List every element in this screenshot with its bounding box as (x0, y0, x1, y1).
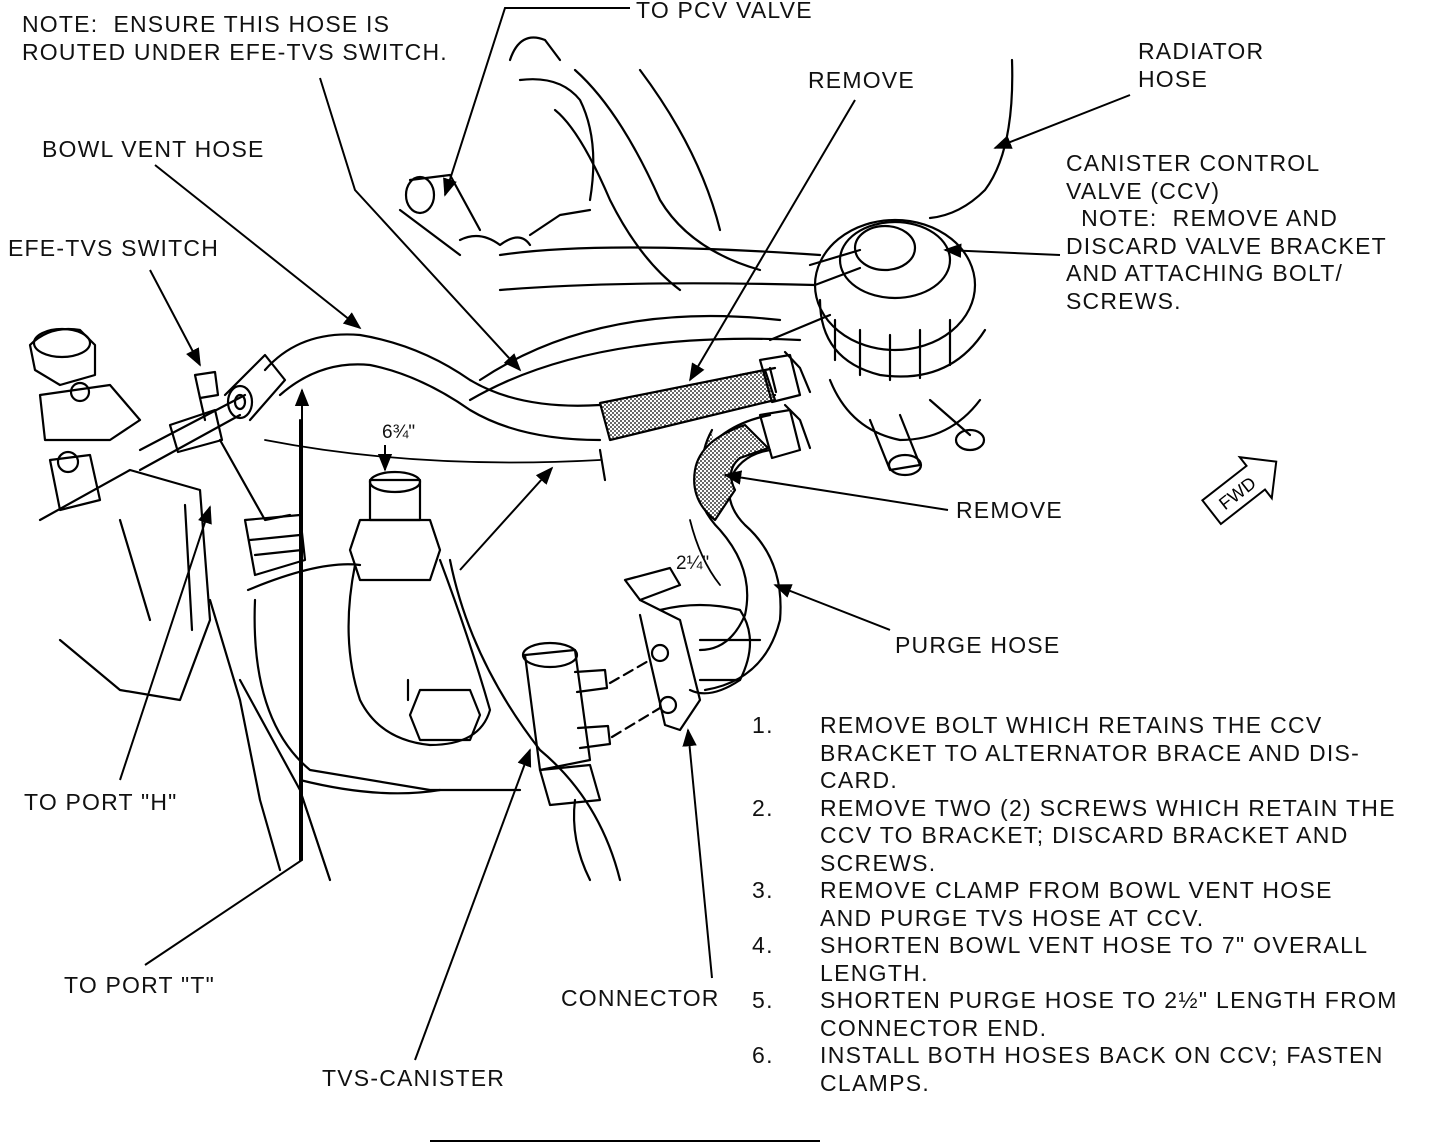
leader-port-t (144, 388, 310, 966)
leader-remove-mid (723, 470, 949, 511)
remove-mid-label: REMOVE (956, 497, 1063, 523)
step-number: 2. (752, 794, 774, 821)
step-number: 5. (752, 987, 774, 1013)
leader-dim-bowl-2 (459, 466, 554, 571)
leader-port-h (119, 505, 212, 781)
step-number: 3. (752, 877, 774, 903)
step-text: REMOVE BOLT WHICH RETAINS THE CCV BRACKE… (820, 712, 1361, 793)
step-text: REMOVE CLAMP FROM BOWL VENT HOSE AND PUR… (820, 877, 1333, 931)
step-number: 4. (752, 932, 774, 958)
hose-clamp-lower (758, 403, 812, 460)
tvs-canister (521, 641, 662, 807)
leader-to-pcv (443, 7, 630, 197)
efe-tvs-switch-label: EFE-TVS SWITCH (8, 235, 220, 261)
leader-tvs-canister (414, 748, 532, 1061)
dimension-lines (264, 439, 721, 586)
tvs-canister-label: TVS-CANISTER (322, 1065, 506, 1091)
note-hose-label: NOTE: ENSURE THIS HOSE IS ROUTED UNDER E… (22, 11, 448, 65)
step-item: 4. SHORTEN BOWL VENT HOSE TO 7" OVERALL L… (752, 932, 1442, 987)
canister-control-valve (768, 218, 987, 477)
leader-bowl-vent (154, 164, 362, 330)
dim-purge: 2¼" (676, 553, 710, 574)
leader-remove-top (689, 99, 856, 382)
step-text: SHORTEN PURGE HOSE TO 2½" LENGTH FROM CO… (820, 987, 1398, 1041)
step-item: 3. REMOVE CLAMP FROM BOWL VENT HOSE AND P… (752, 877, 1442, 932)
remove-top-label: REMOVE (808, 67, 915, 93)
purge-hose-label: PURGE HOSE (895, 632, 1061, 658)
dim-bowl-vent: 6¾" (382, 422, 416, 443)
step-item: 5. SHORTEN PURGE HOSE TO 2½" LENGTH FROM … (752, 987, 1442, 1042)
engine-block (28, 327, 622, 882)
leader-ccv (943, 243, 1061, 258)
connector (623, 566, 762, 732)
step-item: 1. REMOVE BOLT WHICH RETAINS THE CCV BRAC… (752, 712, 1442, 795)
ccv-label: CANISTER CONTROL VALVE (CCV) NOTE: REMOV… (1066, 150, 1387, 314)
leader-efe-tvs (149, 269, 201, 367)
efe-tvs-switch (168, 353, 307, 577)
step-text: REMOVE TWO (2) SCREWS WHICH RETAIN THE C… (820, 794, 1396, 876)
connector-label: CONNECTOR (561, 985, 720, 1011)
port-t-label: TO PORT "T" (64, 972, 215, 998)
step-text: INSTALL BOTH HOSES BACK ON CCV; FASTEN C… (820, 1042, 1384, 1096)
fwd-arrow-icon: FWD (1200, 455, 1278, 526)
pcv-hoses (398, 36, 822, 402)
leader-purge (773, 584, 891, 631)
radiator-hose-label: RADIATOR HOSE (1138, 38, 1265, 92)
bowl-vent-hose-label: BOWL VENT HOSE (42, 136, 265, 162)
instruction-steps: 1. REMOVE BOLT WHICH RETAINS THE CCV BRAC… (752, 712, 1442, 1097)
step-item: 6. INSTALL BOTH HOSES BACK ON CCV; FASTEN… (752, 1042, 1442, 1097)
step-number: 6. (752, 1042, 774, 1068)
step-number: 1. (752, 712, 774, 738)
leader-connector (682, 728, 713, 979)
leader-note-hose (319, 77, 522, 372)
hose-clamp-upper (758, 350, 812, 404)
step-item: 2. REMOVE TWO (2) SCREWS WHICH RETAIN THE… (752, 795, 1442, 878)
radiator-hose (928, 58, 1014, 220)
remove-segment-bowl (598, 368, 777, 442)
to-pcv-label: TO PCV VALVE (636, 0, 813, 23)
step-text: SHORTEN BOWL VENT HOSE TO 7" OVERALL LEN… (820, 932, 1369, 986)
port-h-label: TO PORT "H" (24, 789, 178, 815)
leader-radiator (993, 94, 1131, 149)
tvs-mount (347, 470, 492, 747)
